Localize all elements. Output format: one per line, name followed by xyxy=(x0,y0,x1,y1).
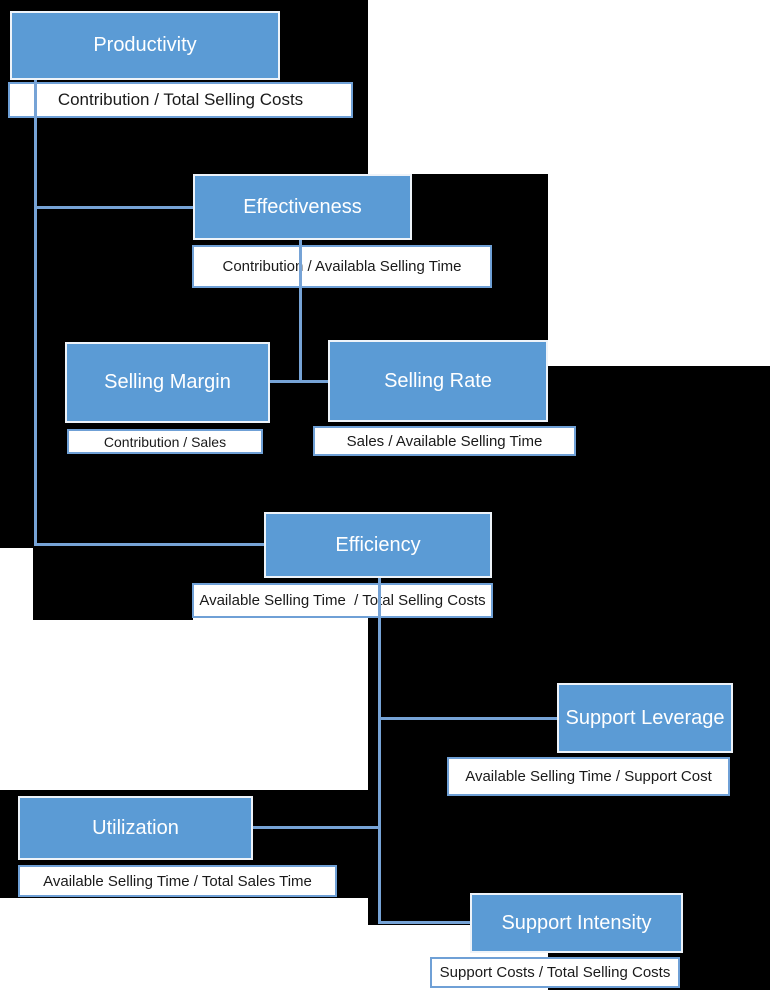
node-productivity-label: Productivity xyxy=(93,34,197,56)
formula-efficiency-text: Available Selling Time / Total Selling C… xyxy=(199,592,486,609)
connector-to-efficiency xyxy=(36,543,264,546)
formula-support-leverage: Available Selling Time / Support Cost xyxy=(447,757,730,796)
formula-utilization-text: Available Selling Time / Total Sales Tim… xyxy=(43,872,312,890)
formula-selling-rate: Sales / Available Selling Time xyxy=(313,426,576,456)
node-effectiveness-label: Effectiveness xyxy=(243,195,362,218)
formula-support-intensity-text: Support Costs / Total Selling Costs xyxy=(439,964,671,981)
background-block xyxy=(548,366,770,990)
formula-utilization: Available Selling Time / Total Sales Tim… xyxy=(18,865,337,897)
node-selling-rate: Selling Rate xyxy=(328,340,548,422)
connector-to-support-leverage xyxy=(380,717,557,720)
formula-support-intensity: Support Costs / Total Selling Costs xyxy=(430,957,680,988)
node-efficiency: Efficiency xyxy=(264,512,492,578)
connector-effectiveness-trunk xyxy=(299,240,302,382)
node-efficiency-label: Efficiency xyxy=(335,533,421,556)
formula-selling-margin-text: Contribution / Sales xyxy=(103,433,227,450)
node-utilization: Utilization xyxy=(18,796,253,860)
connector-to-utilization xyxy=(253,826,380,829)
node-support-intensity: Support Intensity xyxy=(470,893,683,953)
node-utilization-label: Utilization xyxy=(92,816,179,839)
formula-effectiveness-text: Contribution / Availabla Selling Time xyxy=(222,258,462,275)
connector-productivity-trunk xyxy=(34,80,37,546)
node-support-leverage-label: Support Leverage xyxy=(565,706,725,729)
node-support-leverage: Support Leverage xyxy=(557,683,733,753)
formula-selling-margin: Contribution / Sales xyxy=(67,429,263,454)
node-selling-margin-label: Selling Margin xyxy=(104,371,231,393)
node-selling-rate-label: Selling Rate xyxy=(384,369,492,392)
formula-support-leverage-text: Available Selling Time / Support Cost xyxy=(465,768,712,785)
connector-to-effectiveness xyxy=(36,206,193,209)
formula-productivity-text: Contribution / Total Selling Costs xyxy=(57,90,304,109)
node-productivity: Productivity xyxy=(10,11,280,80)
formula-efficiency: Available Selling Time / Total Selling C… xyxy=(192,583,493,618)
connector-efficiency-trunk xyxy=(378,578,381,924)
node-support-intensity-label: Support Intensity xyxy=(501,911,652,934)
formula-selling-rate-text: Sales / Available Selling Time xyxy=(346,432,543,450)
formula-productivity: Contribution / Total Selling Costs xyxy=(8,82,353,118)
node-selling-margin: Selling Margin xyxy=(65,342,270,423)
formula-effectiveness: Contribution / Availabla Selling Time xyxy=(192,245,492,288)
connector-margin-rate-bridge xyxy=(270,380,328,383)
connector-to-support-intensity xyxy=(380,921,470,924)
background-block xyxy=(33,585,193,620)
node-effectiveness: Effectiveness xyxy=(193,174,412,240)
